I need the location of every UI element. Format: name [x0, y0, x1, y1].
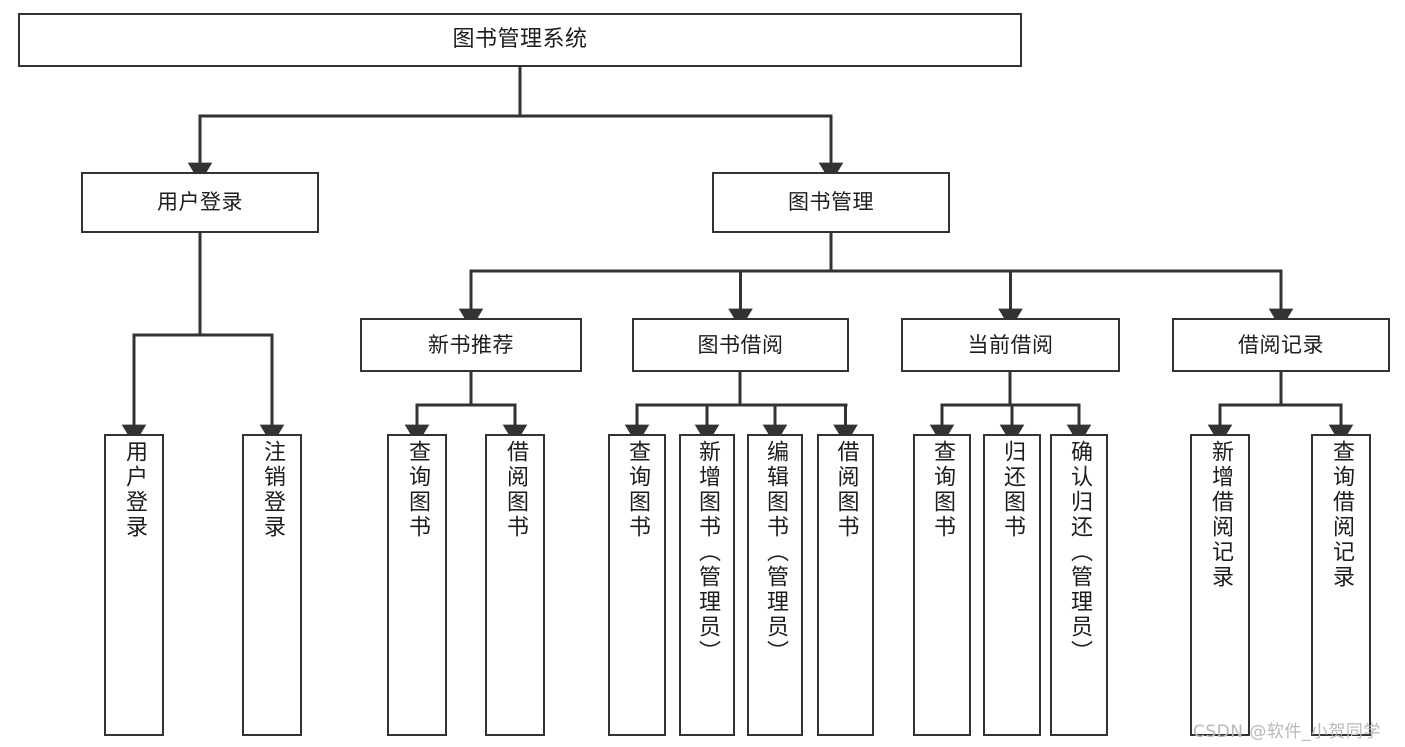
leaf-return-book[interactable]: 归还图书	[983, 434, 1041, 736]
leaf-borrow-book-1-label: 借阅图书	[502, 440, 528, 540]
node-user-login-label: 用户登录	[157, 190, 243, 215]
leaf-query-book-1-label: 查询图书	[404, 440, 430, 540]
node-current-borrow[interactable]: 当前借阅	[901, 318, 1120, 372]
csdn-watermark: CSDN @软件_小贺同学	[1193, 722, 1381, 742]
leaf-query-book-3[interactable]: 查询图书	[913, 434, 971, 736]
node-new-book-rec-label: 新书推荐	[428, 332, 514, 357]
node-user-login[interactable]: 用户登录	[81, 172, 319, 233]
node-root-label: 图书管理系统	[452, 27, 588, 53]
leaf-borrow-book-1[interactable]: 借阅图书	[485, 434, 545, 736]
leaf-logout[interactable]: 注销登录	[242, 434, 302, 736]
node-book-manage-label: 图书管理	[788, 190, 874, 215]
leaf-borrow-book-2-label: 借阅图书	[833, 440, 859, 540]
leaf-query-record[interactable]: 查询借阅记录	[1311, 434, 1371, 736]
leaf-edit-book-label: 编辑图书（管理员）	[762, 440, 788, 665]
leaf-query-book-3-label: 查询图书	[929, 440, 955, 540]
leaf-user-login[interactable]: 用户登录	[104, 434, 164, 736]
leaf-add-book[interactable]: 新增图书（管理员）	[679, 434, 735, 736]
leaf-add-record[interactable]: 新增借阅记录	[1190, 434, 1250, 736]
node-book-manage[interactable]: 图书管理	[712, 172, 950, 233]
leaf-add-book-label: 新增图书（管理员）	[694, 440, 720, 665]
node-root[interactable]: 图书管理系统	[18, 13, 1022, 67]
node-book-borrow[interactable]: 图书借阅	[632, 318, 849, 372]
leaf-confirm-return-label: 确认归还（管理员）	[1066, 440, 1092, 665]
node-current-borrow-label: 当前借阅	[967, 332, 1054, 357]
leaf-query-book-2-label: 查询图书	[624, 440, 650, 540]
leaf-logout-label: 注销登录	[259, 440, 285, 540]
leaf-return-book-label: 归还图书	[999, 440, 1025, 540]
leaf-confirm-return[interactable]: 确认归还（管理员）	[1050, 434, 1108, 736]
leaf-query-record-label: 查询借阅记录	[1328, 440, 1354, 590]
leaf-user-login-label: 用户登录	[121, 440, 147, 540]
leaf-query-book-1[interactable]: 查询图书	[387, 434, 447, 736]
node-borrow-record[interactable]: 借阅记录	[1172, 318, 1390, 372]
node-new-book-rec[interactable]: 新书推荐	[360, 318, 582, 372]
leaf-borrow-book-2[interactable]: 借阅图书	[817, 434, 874, 736]
leaf-query-book-2[interactable]: 查询图书	[608, 434, 666, 736]
node-borrow-record-label: 借阅记录	[1238, 332, 1324, 357]
leaf-add-record-label: 新增借阅记录	[1207, 440, 1233, 590]
leaf-edit-book[interactable]: 编辑图书（管理员）	[747, 434, 803, 736]
node-book-borrow-label: 图书借阅	[697, 332, 784, 357]
